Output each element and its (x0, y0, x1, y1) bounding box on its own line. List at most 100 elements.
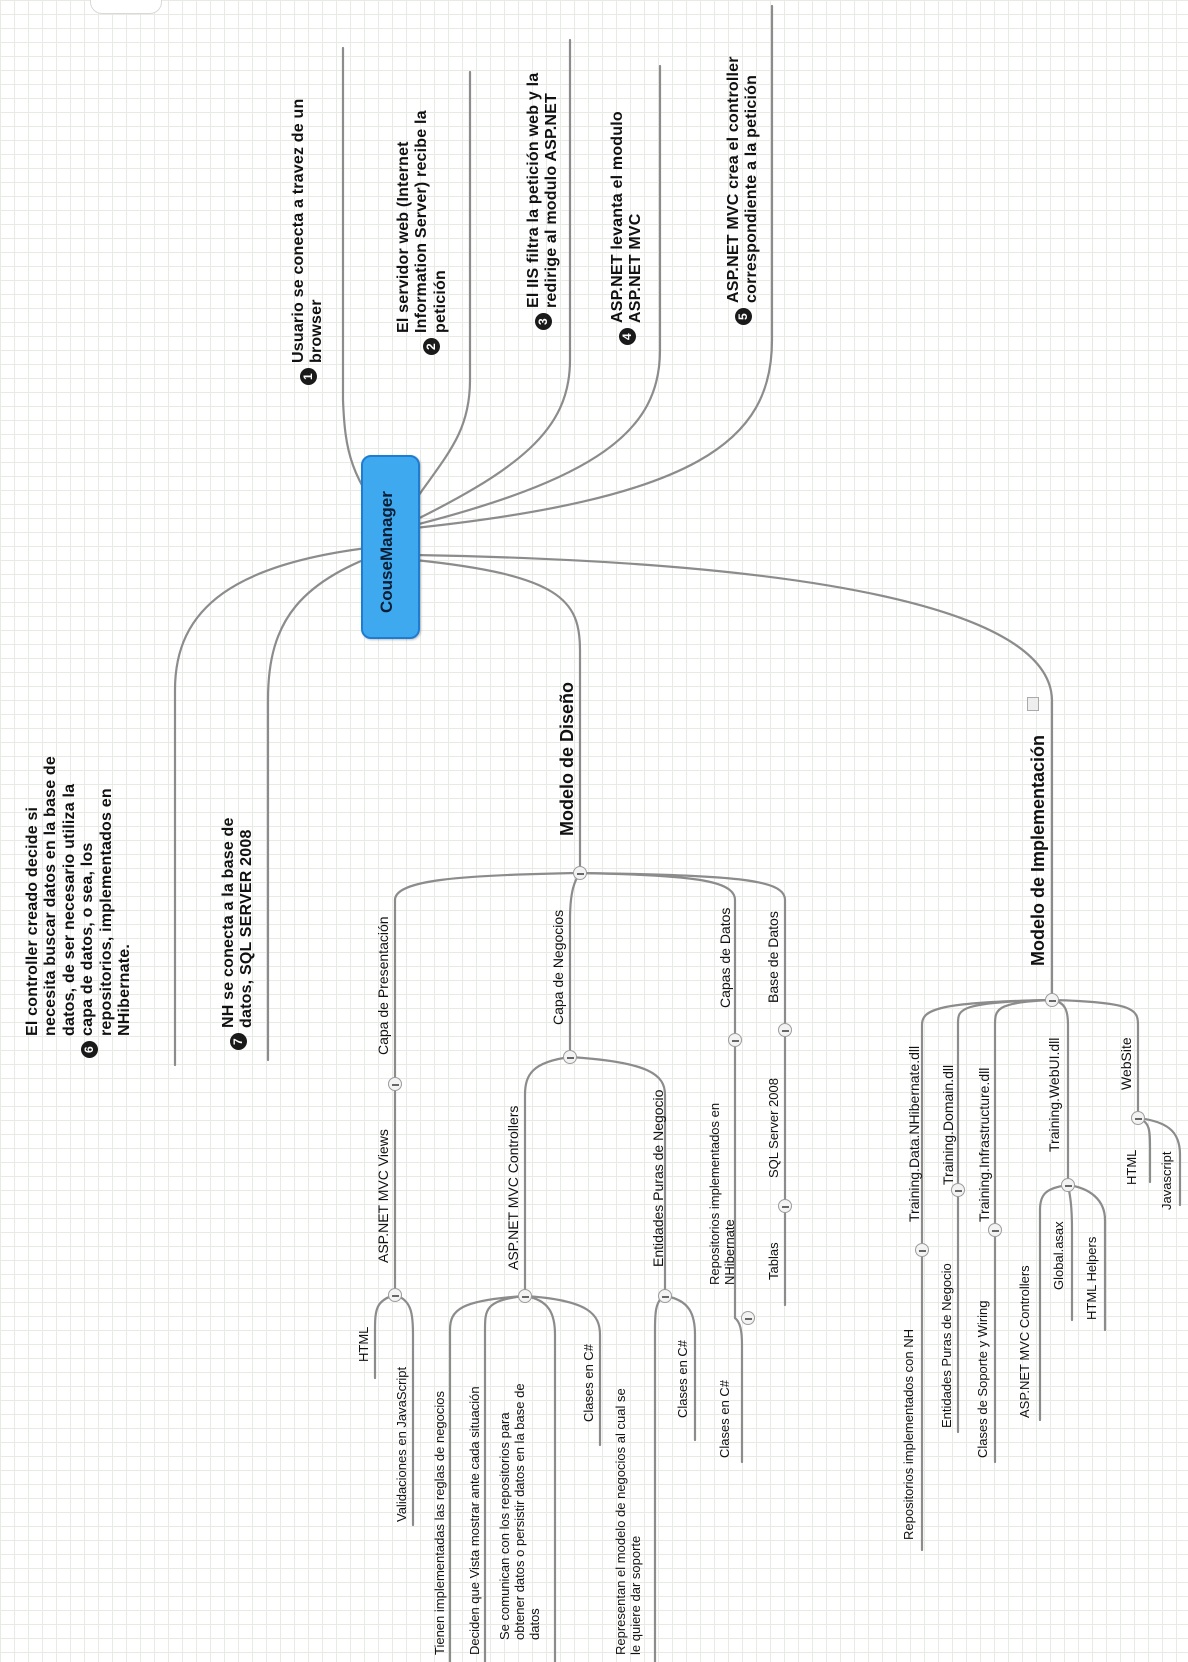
step-6-line-3: datos, de ser necesario utiliza la (60, 783, 78, 1036)
node-capa-presentacion[interactable]: Capa de Presentación (375, 916, 391, 1055)
repos-line-1: Repositorios implementados en (707, 1102, 722, 1285)
step-3-number-icon: 3 (534, 313, 552, 330)
node-mvc-controllers[interactable]: ASP.NET MVC Controllers (505, 1105, 521, 1270)
collapse-icon[interactable] (518, 1289, 532, 1303)
collapse-icon[interactable] (951, 1183, 965, 1197)
step-3-line-2: redirige al modulo ASP.NET (543, 92, 561, 308)
node-capas-datos[interactable]: Capas de Datos (717, 907, 733, 1008)
connector-step-4 (393, 64, 662, 532)
collapse-icon[interactable] (563, 1050, 577, 1064)
node-reglas-negocio[interactable]: Tienen implementadas las reglas de negoc… (432, 1390, 447, 1655)
collapse-icon[interactable] (388, 1077, 402, 1091)
step-3-line-1: El IIS filtra la petición web y la (525, 72, 542, 308)
step-4-line-2: ASP.NET MVC (627, 213, 645, 323)
connector-step-5 (393, 4, 774, 532)
central-node[interactable]: CouseManager (361, 455, 420, 639)
connector-diseno (413, 558, 582, 875)
node-entidades-puras[interactable]: Entidades Puras de Negocio (650, 1089, 666, 1267)
representan-line-1: Representan el modelo de negocios al cua… (613, 1388, 628, 1655)
node-repos-impl-nh[interactable]: Repositorios implementados con NH (901, 1329, 916, 1540)
node-modelo-implementacion[interactable]: Modelo de Implementación (1028, 734, 1048, 966)
step-1-line-2: browser (308, 299, 326, 363)
node-clases-soporte[interactable]: Clases de Soporte y Wiring (975, 1300, 990, 1458)
collapse-icon[interactable] (915, 1243, 929, 1257)
step-7-line-2: datos, SQL SERVER 2008 (238, 829, 256, 1028)
node-clases-cs-1[interactable]: Clases en C# (581, 1343, 596, 1422)
step-2-line-2: Information Server) recibe la (413, 110, 431, 333)
step-2-line-1: El servidor web (Internet (395, 141, 412, 333)
collapse-icon[interactable] (778, 1199, 792, 1213)
note-icon[interactable] (1027, 697, 1039, 711)
collapse-icon[interactable] (1061, 1178, 1075, 1192)
collapse-icon[interactable] (728, 1033, 742, 1047)
node-validaciones-js[interactable]: Validaciones en JavaScript (394, 1366, 409, 1522)
collapse-icon[interactable] (988, 1223, 1002, 1237)
collapse-icon[interactable] (573, 866, 587, 880)
node-decide-vista[interactable]: Deciden que Vista mostrar ante cada situ… (467, 1386, 482, 1655)
comunican-line-2: obtener datos o persistir datos en la ba… (511, 1383, 527, 1640)
step-1-line-1: Usuario se conecta a travez de un (290, 98, 307, 363)
node-training-infrastructure[interactable]: Training.Infrastructure.dll (976, 1067, 992, 1222)
node-global-asax[interactable]: Global.asax (1051, 1221, 1066, 1290)
repos-line-2: NHibernate (721, 1219, 737, 1285)
collapse-icon[interactable] (741, 1311, 755, 1325)
node-training-webui[interactable]: Training.WebUI.dll (1046, 1037, 1062, 1152)
node-base-datos[interactable]: Base de Datos (765, 911, 781, 1003)
collapse-icon[interactable] (1045, 993, 1059, 1007)
node-training-domain[interactable]: Training.Domain.dll (940, 1064, 956, 1185)
connector-step-7 (266, 546, 397, 1062)
step-7-number-icon: 7 (229, 1033, 247, 1050)
node-website-html[interactable]: HTML (1124, 1149, 1139, 1185)
step-7-line-1: NH se conecta a la base de (220, 817, 237, 1028)
collapse-icon[interactable] (388, 1288, 402, 1302)
node-capa-negocios[interactable]: Capa de Negocios (550, 909, 566, 1025)
connector-step-6 (173, 543, 397, 1067)
step-2-number-icon: 2 (423, 338, 441, 355)
node-website[interactable]: WebSite (1118, 1037, 1134, 1090)
node-sql-server[interactable]: SQL Server 2008 (766, 1078, 781, 1178)
node-training-data-nh[interactable]: Training.Data.NHibernate.dll (906, 1045, 922, 1222)
connector-impl (413, 553, 1054, 1002)
step-6-line-1: El controller creado decide si (24, 806, 41, 1036)
step-6-line-2: necesita buscar datos en la base de (42, 755, 60, 1036)
node-tablas[interactable]: Tablas (766, 1242, 781, 1280)
step-4-line-1: ASP.NET levanta el modulo (609, 111, 626, 323)
node-representan-modelo[interactable]: Representan el modelo de negocios al cua… (613, 1388, 644, 1655)
step-6-line-5: repositorios, implementados en (97, 788, 115, 1036)
central-node-label: CouseManager (377, 491, 396, 613)
step-6-line-4: capa de datos, o sea, los (79, 842, 97, 1036)
node-clases-cs-3[interactable]: Clases en C# (717, 1379, 732, 1458)
step-6-line-6: NHibernate. (115, 944, 133, 1036)
connector-step-3 (393, 38, 572, 532)
node-mvc-controllers-impl[interactable]: ASP.NET MVC Controllers (1017, 1265, 1032, 1418)
node-html[interactable]: HTML (356, 1326, 371, 1362)
node-modelo-diseno[interactable]: Modelo de Diseño (557, 681, 577, 836)
step-5-line-2: correspondiente a la petición (743, 74, 761, 303)
node-clases-cs-2[interactable]: Clases en C# (675, 1339, 690, 1418)
step-6-number-icon: 6 (80, 1041, 98, 1058)
node-entidades-puras-impl[interactable]: Entidades Puras de Negocio (939, 1263, 954, 1428)
collapse-icon[interactable] (658, 1289, 672, 1303)
step-1-number-icon: 1 (299, 368, 317, 385)
node-website-javascript[interactable]: Javascript (1159, 1151, 1174, 1210)
representan-line-2: le quiere dar soporte (627, 1535, 643, 1655)
comunican-line-1: Se comunican con los repositorios para (497, 1412, 512, 1640)
step-5-line-1: ASP.NET MVC crea el controller (725, 56, 742, 303)
node-mvc-views[interactable]: ASP.NET MVC Views (375, 1129, 391, 1263)
collapse-icon[interactable] (778, 1023, 792, 1037)
node-html-helpers[interactable]: HTML Helpers (1084, 1236, 1099, 1320)
collapse-icon[interactable] (1131, 1111, 1145, 1125)
step-4-number-icon: 4 (618, 328, 636, 345)
step-2-line-3: petición (431, 270, 449, 333)
comunican-line-3: datos (526, 1608, 542, 1640)
